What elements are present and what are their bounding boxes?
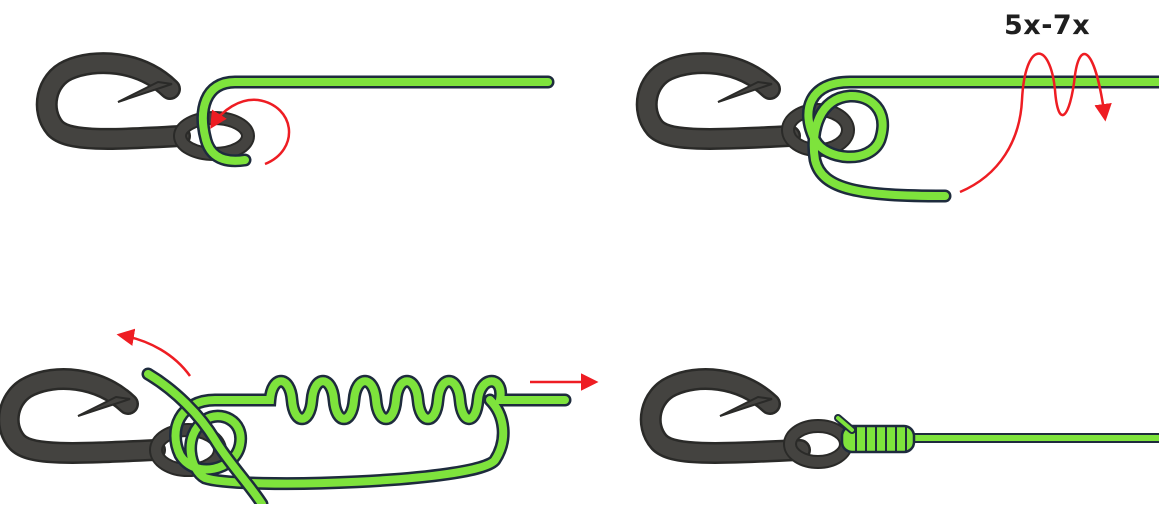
- step-3-panel: [0, 328, 599, 508]
- direction-arrow-icon: [959, 52, 1112, 194]
- fishing-line: [801, 75, 1159, 203]
- step-4-panel: [639, 368, 1159, 469]
- direction-arrow-icon: [116, 328, 192, 377]
- fishing-line: [196, 75, 555, 168]
- fishing-line: [141, 367, 572, 508]
- finished-knot: [834, 414, 916, 454]
- fishing-line: [834, 414, 1159, 454]
- step-2-panel: [635, 52, 1159, 203]
- fishing-hook-icon: [35, 52, 255, 161]
- wrap-count-label: 5x-7x: [1004, 10, 1091, 41]
- fishing-hook-icon: [639, 368, 853, 469]
- direction-arrow-icon: [210, 98, 291, 166]
- step-1-panel: [35, 52, 555, 168]
